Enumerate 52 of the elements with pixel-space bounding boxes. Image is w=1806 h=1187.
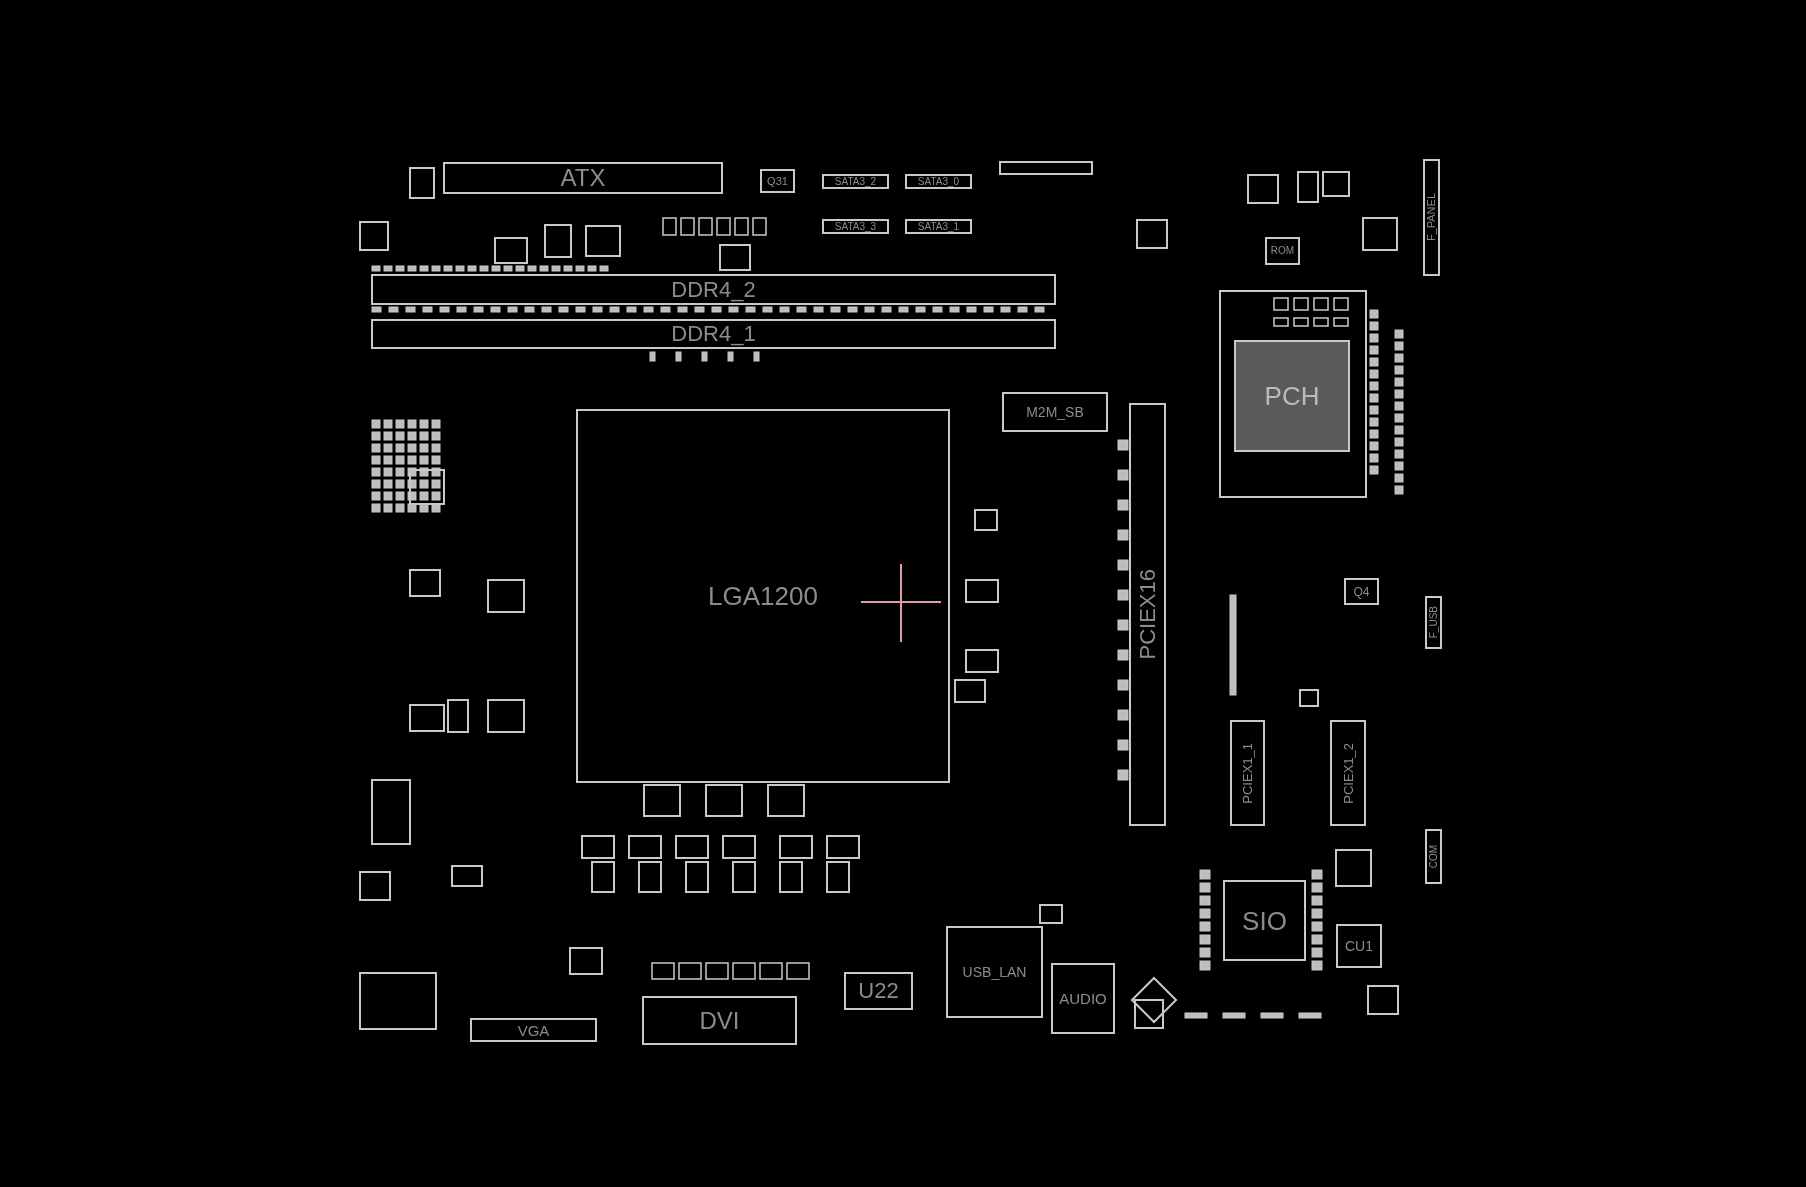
component-label: LGA1200	[708, 583, 818, 609]
expansion-slot	[1129, 403, 1166, 826]
component-label: F_USB	[1428, 606, 1439, 639]
connector-outline	[946, 926, 1043, 1018]
memory-slot	[371, 274, 1056, 305]
component-label: Q4	[1353, 585, 1370, 598]
connector-outline	[443, 162, 723, 194]
memory-slot	[371, 319, 1056, 349]
connector-outline	[1002, 392, 1108, 432]
chip-outline	[1344, 578, 1379, 605]
chip-outline	[760, 169, 795, 193]
header-outline	[1423, 159, 1440, 276]
component-label: USB_LAN	[962, 965, 1027, 979]
header-outline	[1425, 596, 1442, 649]
expansion-slot	[1230, 720, 1265, 826]
chip-outline	[1265, 237, 1300, 265]
component-label: SATA3_0	[917, 176, 960, 187]
component-label: DVI	[699, 1008, 740, 1033]
component-label: SATA3_3	[834, 221, 877, 232]
component-label: M2M_SB	[1026, 405, 1084, 419]
chip-outline	[844, 972, 913, 1010]
component-label: PCIEX16	[1136, 569, 1159, 660]
component-label: PCH	[1264, 383, 1320, 409]
connector-outline	[470, 1018, 597, 1042]
component-label: PCIEX1_2	[1341, 742, 1355, 804]
header-outline	[1425, 829, 1442, 884]
chip-outline	[1234, 340, 1350, 452]
component-label: CU1	[1345, 939, 1373, 953]
chip-outline	[1336, 924, 1382, 968]
component-label: Q31	[767, 175, 788, 187]
connector-outline	[642, 996, 797, 1045]
component-label: DDR4_2	[671, 278, 756, 301]
connector-outline	[1051, 963, 1115, 1034]
connector-outline	[905, 219, 972, 234]
expansion-slot	[1330, 720, 1366, 826]
component-label: SATA3_2	[834, 176, 877, 187]
component-label: F_PANEL	[1426, 193, 1437, 242]
component-label: SIO	[1242, 907, 1287, 934]
component-label: ROM	[1270, 246, 1295, 256]
component-label: SATA3_1	[917, 221, 960, 232]
connector-outline	[822, 219, 889, 234]
cpu-socket	[576, 409, 950, 783]
chip-outline	[1223, 880, 1306, 961]
connector-outline	[905, 174, 972, 189]
component-label: VGA	[517, 1022, 550, 1038]
component-label: ATX	[560, 166, 606, 190]
component-label: AUDIO	[1059, 991, 1107, 1006]
component-label: DDR4_1	[671, 323, 756, 345]
connector-outline	[822, 174, 889, 189]
component-label: PCIEX1_1	[1241, 742, 1254, 804]
component-label: COM	[1428, 844, 1439, 869]
component-label: U22	[858, 980, 899, 1002]
